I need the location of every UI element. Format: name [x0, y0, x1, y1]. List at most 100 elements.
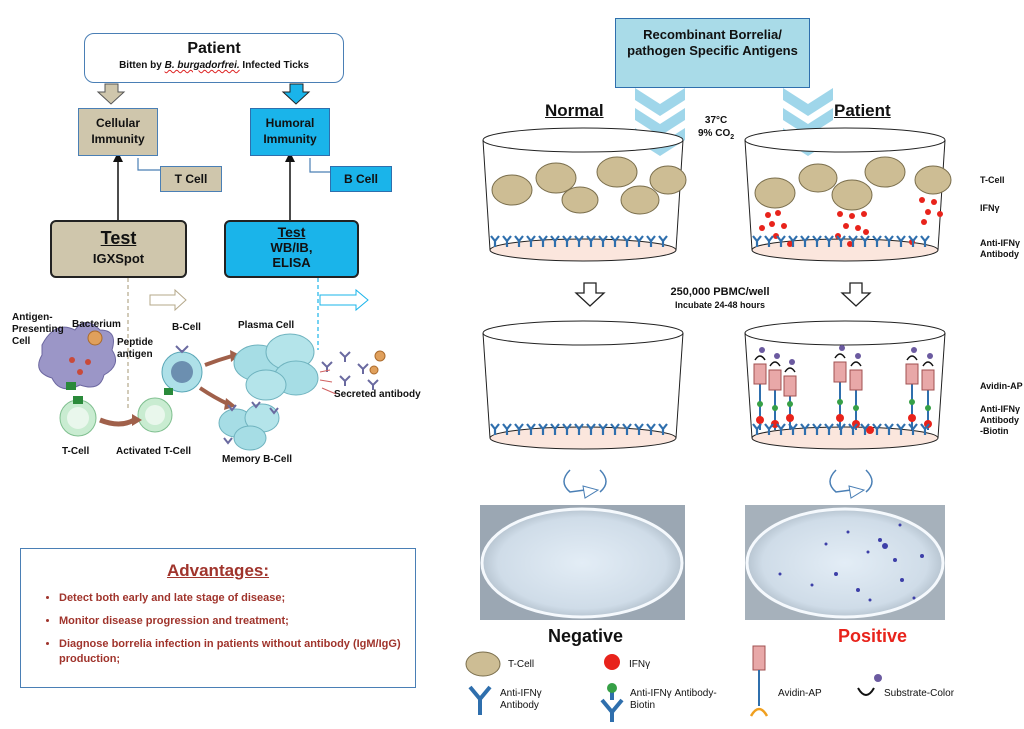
advantages-title: Advantages: [166, 561, 270, 580]
capture-antibody-icon [490, 235, 500, 247]
capture-antibody-icon [920, 423, 930, 435]
t-cell-icon [59, 396, 97, 437]
capture-antibody-icon [860, 423, 870, 435]
down-arrow-icon [840, 282, 872, 307]
b-cell-icon [161, 345, 203, 395]
legend-avidin-ap-icon [749, 645, 769, 717]
positive-label: Positive [838, 626, 908, 646]
capture-antibody-icon [896, 423, 906, 435]
capture-antibody-icon [908, 235, 918, 247]
capture-antibody-icon [920, 235, 930, 247]
patient-title: Patient [187, 40, 241, 57]
humoral-immunity-box: Humoral Immunity [250, 108, 330, 156]
capture-antibody-icon [776, 423, 786, 435]
test-wb-elisa-box: Test WB/IB, ELISA [224, 220, 359, 278]
down-arrow-icon [96, 83, 126, 105]
plasma-cell-icon [233, 333, 319, 401]
capture-antibody-icon [574, 423, 584, 435]
antigen-presenting-cell-icon [38, 322, 117, 390]
legend-anti-ifng-biotin: Anti-IFNγ Antibody-Biotin [630, 688, 717, 711]
capture-antibody-icon [752, 235, 762, 247]
secreted-antibody-icon [321, 351, 379, 390]
avidin-ap-column-icon [753, 345, 935, 434]
patient-box: Patient Bitten by B. burgadorfrei. Infec… [84, 33, 344, 83]
capture-antibody-icon [562, 423, 572, 435]
negative-well-photo [480, 505, 685, 620]
capture-antibody-icon [824, 423, 834, 435]
label-plasma-cell: Plasma Cell [238, 320, 295, 331]
capture-antibody-icon [860, 235, 870, 247]
positive-well-photo [745, 505, 945, 620]
capture-antibody-icon [622, 423, 632, 435]
capture-antibody-icon [872, 423, 882, 435]
capture-antibody-icon [658, 423, 668, 435]
capture-antibody-icon [752, 423, 762, 435]
capture-antibody-icon [812, 423, 822, 435]
capture-antibody-icon [538, 423, 548, 435]
advantage-item: Monitor disease progression and treatmen… [59, 614, 405, 629]
capture-antibody-icon [550, 423, 560, 435]
memory-b-cell-icon [218, 401, 280, 451]
label-apc: Antigen-Presenting Cell [12, 312, 64, 347]
capture-antibody-icon [788, 235, 798, 247]
capture-antibody-icon [800, 235, 810, 247]
capture-antibody-icon [776, 235, 786, 247]
capture-antibody-icon [848, 235, 858, 247]
capture-antibody-icon [764, 423, 774, 435]
test-igxspot-box: Test IGXSpot [50, 220, 187, 278]
t-cell-box: T Cell [160, 166, 222, 192]
capture-antibody-icon [812, 235, 822, 247]
capture-antibody-icon [526, 423, 536, 435]
legend-antibody-icon [468, 685, 492, 715]
capture-antibody-icon [526, 235, 536, 247]
label-peptide: Peptide antigen [117, 337, 154, 360]
down-arrow-icon [574, 282, 606, 307]
curved-arrow-icon [563, 469, 607, 499]
capture-antibody-icon [646, 235, 656, 247]
capture-antibody-icon [788, 423, 798, 435]
label-activated-t-cell: Activated T-Cell [116, 446, 192, 457]
legend-antibody-biotin-icon [600, 692, 624, 722]
legend-ifng: IFNγ [629, 659, 651, 670]
legend-substrate: Substrate-Color [884, 688, 955, 699]
capture-antibody-icon [896, 235, 906, 247]
capture-antibody-icon [586, 423, 596, 435]
capture-antibody-icon [610, 423, 620, 435]
capture-antibody-icon [836, 235, 846, 247]
curved-arrow-icon [829, 469, 873, 499]
side-label-ifng: IFNγ [980, 203, 1000, 213]
capture-antibody-icon [598, 235, 608, 247]
capture-antibody-icon [574, 235, 584, 247]
legend-t-cell-icon [465, 651, 501, 677]
well-patient-top [744, 127, 952, 262]
capture-antibody-icon [884, 235, 894, 247]
label-bacterium: Bacterium [72, 319, 121, 330]
patient-heading: Patient [834, 101, 891, 120]
patient-subtitle: Bitten by B. burgadorfrei. Infected Tick… [119, 60, 309, 71]
capture-antibody-icon [610, 235, 620, 247]
capture-antibody-icon [634, 235, 644, 247]
capture-antibody-icon [538, 235, 548, 247]
antigens-box: Recombinant Borrelia/ pathogen Specific … [615, 18, 810, 88]
capture-antibody-icon [646, 423, 656, 435]
capture-antibody-icon [502, 423, 512, 435]
capture-antibody-icon [550, 235, 560, 247]
label-b-cell: B-Cell [172, 322, 201, 333]
advantages-list: Detect both early and late stage of dise… [21, 591, 405, 667]
capture-antibody-icon [800, 423, 810, 435]
capture-antibody-icon [824, 235, 834, 247]
label-secreted-antibody: Secreted antibody [334, 389, 421, 400]
capture-antibody-icon [514, 235, 524, 247]
activated-t-cell-icon [137, 397, 173, 433]
cellular-immunity-box: Cellular Immunity [78, 108, 158, 156]
negative-label: Negative [548, 626, 624, 646]
label-memory-b-cell: Memory B-Cell [222, 454, 293, 465]
advantage-item: Diagnose borrelia infection in patients … [59, 637, 405, 667]
capture-antibody-icon [836, 423, 846, 435]
b-cell-box: B Cell [330, 166, 392, 192]
legend-ifng-icon [604, 654, 620, 670]
capture-antibody-icon [658, 235, 668, 247]
side-label-anti-ifng-biotin: Anti-IFNγ Antibody -Biotin [980, 404, 1020, 436]
